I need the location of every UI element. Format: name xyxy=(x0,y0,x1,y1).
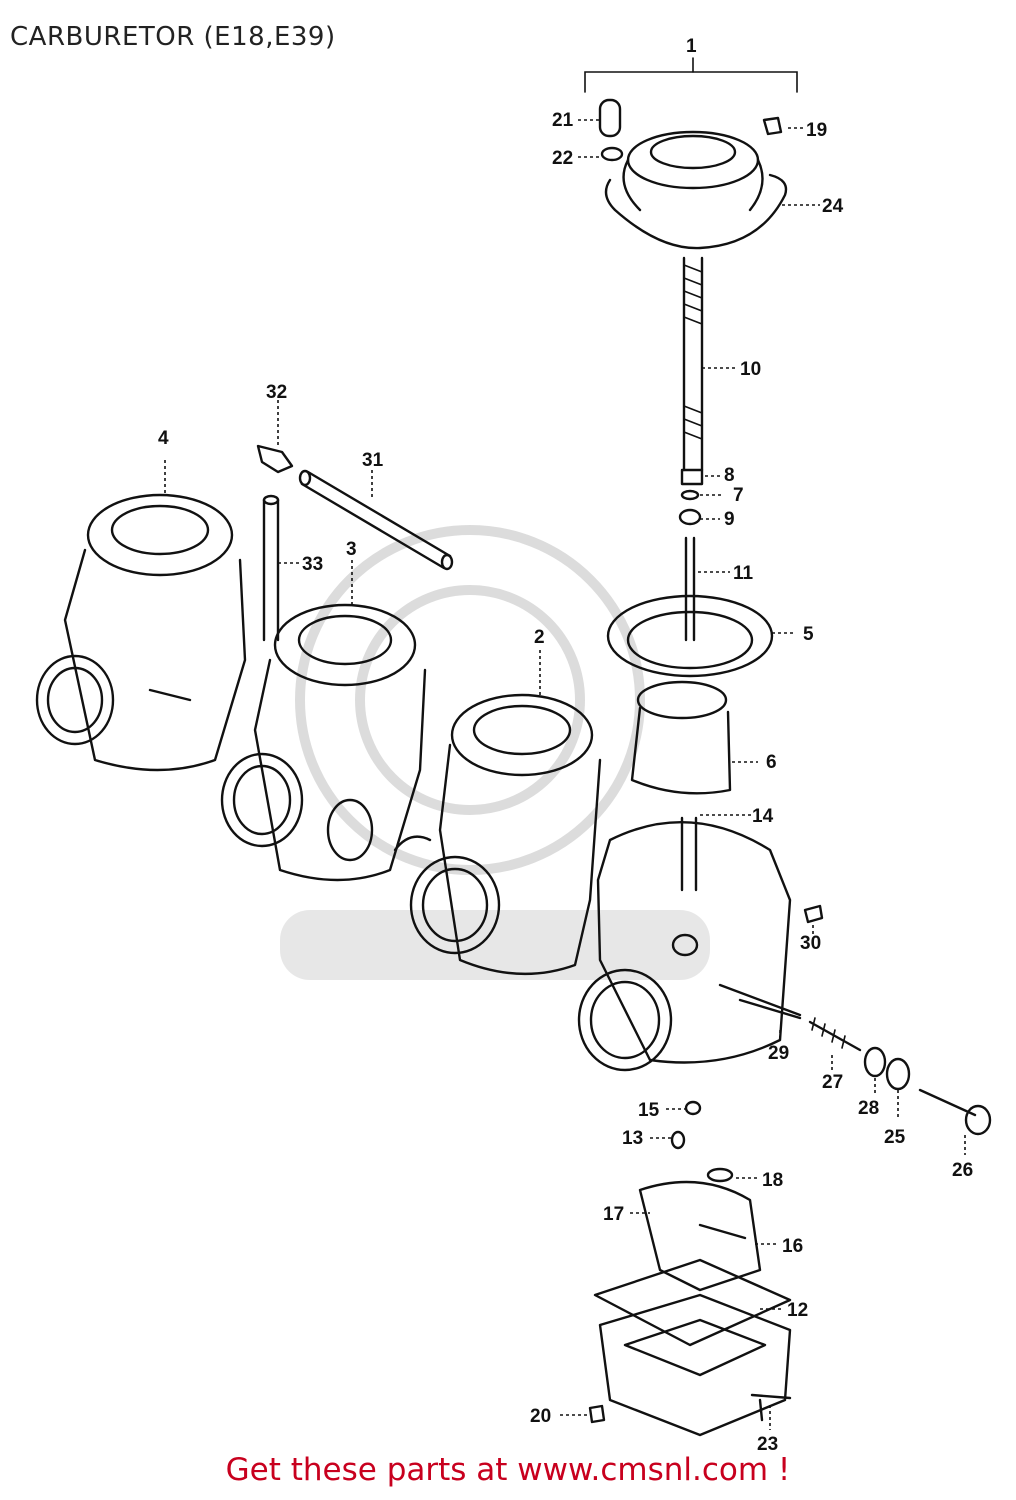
spring-27 xyxy=(808,1017,862,1052)
callout-15: 15 xyxy=(638,1100,660,1121)
carb-body-1 xyxy=(577,821,802,1072)
part-13 xyxy=(670,1130,686,1150)
callout-17: 17 xyxy=(603,1204,624,1225)
callout-31: 31 xyxy=(362,450,384,471)
top-cover xyxy=(604,130,788,250)
callout-32: 32 xyxy=(266,382,287,403)
callout-9: 9 xyxy=(724,509,735,530)
screw-26 xyxy=(918,1088,992,1136)
callout-5: 5 xyxy=(803,624,814,645)
hose-31 xyxy=(298,469,454,571)
leader-lines xyxy=(164,119,966,1430)
callout-2: 2 xyxy=(534,627,545,648)
parts-footer-link[interactable]: Get these parts at www.cmsnl.com ! xyxy=(225,1452,791,1488)
bracket-1 xyxy=(584,57,798,93)
carb-body-3 xyxy=(220,603,427,882)
callout-13: 13 xyxy=(622,1128,643,1149)
callout-4: 4 xyxy=(158,428,169,449)
callout-30: 30 xyxy=(800,933,821,954)
oring-25 xyxy=(885,1057,911,1091)
callout-12: 12 xyxy=(787,1300,808,1321)
callout-25: 25 xyxy=(884,1127,906,1148)
hose-33 xyxy=(262,494,280,642)
gasket-12 xyxy=(593,1258,792,1347)
piston-6 xyxy=(630,680,732,795)
part-15 xyxy=(684,1100,702,1116)
float-assembly xyxy=(638,1167,762,1292)
float-chamber xyxy=(598,1293,792,1437)
screw-19 xyxy=(762,116,783,136)
carb-body-4 xyxy=(35,493,247,772)
carb-body-2 xyxy=(393,693,602,976)
callout-16: 16 xyxy=(782,1236,803,1257)
washer-9 xyxy=(678,508,702,526)
spring-10 xyxy=(682,256,704,472)
callout-28: 28 xyxy=(858,1098,879,1119)
callout-20: 20 xyxy=(530,1406,551,1427)
callout-18: 18 xyxy=(762,1170,783,1191)
screw-29 xyxy=(738,998,802,1020)
jet-14 xyxy=(680,816,698,892)
callout-10: 10 xyxy=(740,359,761,380)
carburetor-exploded-diagram: 1 2 3 4 5 6 7 8 9 10 11 12 13 14 15 16 1… xyxy=(35,36,992,1455)
callout-8: 8 xyxy=(724,465,735,486)
screw-20 xyxy=(588,1404,606,1424)
fitting-32 xyxy=(256,444,294,474)
callout-26: 26 xyxy=(952,1160,973,1181)
callout-11: 11 xyxy=(733,563,754,584)
callout-29: 29 xyxy=(768,1043,789,1064)
callout-14: 14 xyxy=(752,806,774,827)
callout-3: 3 xyxy=(346,539,357,560)
plug-30 xyxy=(803,904,824,924)
needle-11 xyxy=(684,536,696,642)
ring-22 xyxy=(600,146,624,162)
callout-19: 19 xyxy=(806,120,827,141)
callout-23: 23 xyxy=(757,1434,778,1455)
holder-8 xyxy=(680,468,704,486)
diaphragm-5 xyxy=(606,594,774,678)
callout-33: 33 xyxy=(302,554,323,575)
clip-7 xyxy=(680,489,700,501)
drain-23 xyxy=(750,1393,792,1422)
callout-21: 21 xyxy=(552,110,574,131)
watermark-logo xyxy=(280,525,710,980)
cap-21 xyxy=(598,98,622,138)
diagram-title: CARBURETOR (E18,E39) xyxy=(10,22,336,52)
callout-7: 7 xyxy=(733,485,744,506)
callout-6: 6 xyxy=(766,752,777,773)
callout-1: 1 xyxy=(686,36,697,57)
callout-22: 22 xyxy=(552,148,573,169)
washer-28 xyxy=(863,1046,887,1078)
callout-24: 24 xyxy=(822,196,844,217)
callout-27: 27 xyxy=(822,1072,843,1093)
